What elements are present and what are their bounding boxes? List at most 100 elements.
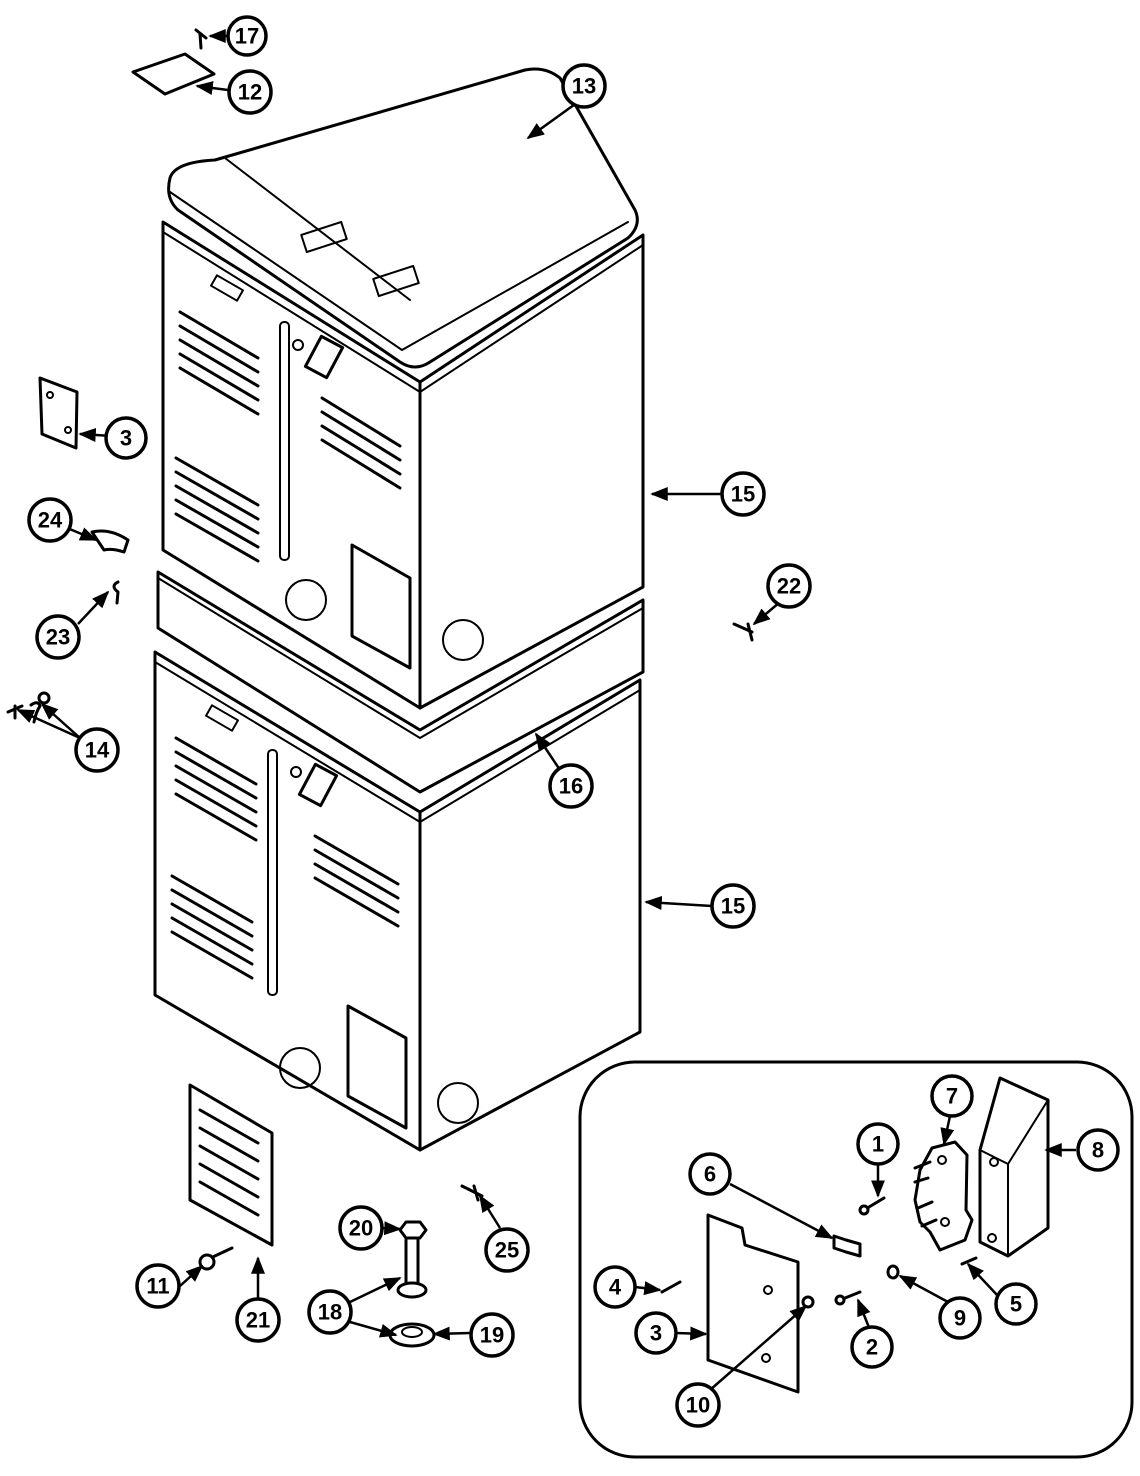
callout-16: 16 — [548, 763, 594, 809]
svg-text:5: 5 — [1010, 1292, 1022, 1317]
upper-louvers-left — [174, 310, 260, 563]
detail-plate-3 — [706, 1213, 800, 1394]
foot-19 — [388, 1322, 436, 1348]
lower-round-hole-left — [279, 1047, 321, 1089]
callout-13: 13 — [561, 63, 607, 109]
callout-8: 8 — [1076, 1128, 1120, 1172]
svg-text:18: 18 — [318, 1300, 342, 1325]
callout-3-left: 3 — [104, 416, 148, 460]
lower-small-hole — [290, 766, 302, 778]
svg-text:22: 22 — [777, 574, 801, 599]
top-lid-slot-right — [372, 264, 420, 298]
svg-text:12: 12 — [238, 80, 262, 105]
svg-text:1: 1 — [872, 1132, 884, 1157]
callout-3-inset: 3 — [634, 1311, 678, 1355]
callout-6: 6 — [688, 1152, 732, 1196]
bolt-18 — [396, 1238, 428, 1299]
callout-20: 20 — [338, 1205, 384, 1251]
svg-text:20: 20 — [349, 1216, 373, 1241]
svg-text:23: 23 — [46, 625, 70, 650]
callout-17: 17 — [226, 15, 268, 57]
svg-text:15: 15 — [721, 894, 745, 919]
detail-screw-5 — [960, 1256, 978, 1266]
bracket-3-left — [38, 376, 79, 450]
upper-round-hole-left — [285, 579, 327, 621]
lower-louvers-left — [170, 736, 258, 980]
callout-11: 11 — [135, 1263, 181, 1309]
clip-23 — [112, 580, 120, 605]
detail-inset — [578, 1060, 1134, 1459]
upper-cabinet-right-face — [418, 233, 645, 710]
callout-22: 22 — [766, 563, 812, 609]
lower-access-panel — [346, 1004, 408, 1130]
svg-text:15: 15 — [731, 482, 755, 507]
svg-text:10: 10 — [686, 1393, 710, 1418]
svg-text:24: 24 — [38, 508, 63, 533]
detail-screw-4 — [660, 1280, 682, 1294]
stacking-frame — [156, 570, 645, 794]
callout-24: 24 — [27, 497, 73, 543]
louver-panel-21 — [188, 1083, 274, 1247]
svg-text:4: 4 — [609, 1275, 622, 1300]
svg-text:3: 3 — [120, 426, 132, 451]
svg-text:3: 3 — [650, 1321, 662, 1346]
callout-25: 25 — [484, 1227, 530, 1273]
top-lid-front-edge — [169, 191, 629, 351]
lower-vertical-slot — [267, 749, 278, 996]
callout-19: 19 — [469, 1312, 515, 1358]
callout-21: 21 — [235, 1297, 281, 1343]
lid-plate — [131, 52, 216, 96]
svg-text:6: 6 — [704, 1162, 716, 1187]
upper-small-hole — [292, 339, 304, 351]
callout-4: 4 — [593, 1265, 637, 1309]
svg-text:9: 9 — [954, 1306, 966, 1331]
screw-22 — [732, 622, 754, 642]
callout-1: 1 — [856, 1122, 900, 1166]
upper-louvers-right — [320, 396, 402, 490]
svg-text:19: 19 — [480, 1323, 504, 1348]
callout-23: 23 — [35, 614, 81, 660]
callout-15-lower: 15 — [710, 883, 756, 929]
upper-round-hole-right — [442, 619, 484, 661]
screw-17 — [194, 28, 208, 50]
svg-text:21: 21 — [246, 1308, 270, 1333]
upper-cabinet-top-rim — [162, 231, 644, 393]
clamp-24 — [90, 529, 130, 554]
lower-label-plate — [205, 704, 239, 732]
upper-vertical-slot — [279, 321, 290, 561]
lower-cabinet-top-rim — [154, 661, 641, 823]
svg-text:2: 2 — [866, 1335, 878, 1360]
detail-bracket-8 — [978, 1076, 1050, 1258]
callout-2: 2 — [850, 1325, 894, 1369]
callout-9: 9 — [938, 1296, 982, 1340]
callout-5: 5 — [994, 1282, 1038, 1326]
callout-18: 18 — [307, 1289, 353, 1335]
detail-switch-7 — [913, 1140, 974, 1252]
upper-access-panel — [350, 543, 412, 670]
callout-15-upper: 15 — [720, 471, 766, 517]
callout-7: 7 — [930, 1074, 974, 1118]
lower-louvers-right — [313, 834, 400, 928]
callout-14: 14 — [74, 727, 120, 773]
top-lid — [167, 67, 639, 369]
svg-text:17: 17 — [235, 24, 259, 49]
svg-text:11: 11 — [146, 1274, 169, 1299]
screw-25 — [460, 1184, 484, 1202]
callout-12: 12 — [227, 69, 273, 115]
svg-text:8: 8 — [1092, 1138, 1104, 1163]
svg-text:16: 16 — [559, 774, 583, 799]
detail-washer-9 — [886, 1264, 900, 1280]
svg-text:25: 25 — [495, 1238, 519, 1263]
top-lid-slot-left — [300, 220, 348, 254]
upper-small-door — [303, 334, 345, 380]
callout-10: 10 — [675, 1382, 721, 1428]
detail-clip-6 — [832, 1234, 862, 1258]
nut-20 — [398, 1220, 428, 1240]
fasteners-14 — [6, 691, 51, 724]
svg-text:13: 13 — [572, 74, 596, 99]
lower-round-hole-right — [437, 1082, 479, 1124]
svg-text:7: 7 — [946, 1084, 958, 1109]
upper-cabinet — [161, 67, 645, 710]
upper-label-plate — [210, 274, 244, 302]
